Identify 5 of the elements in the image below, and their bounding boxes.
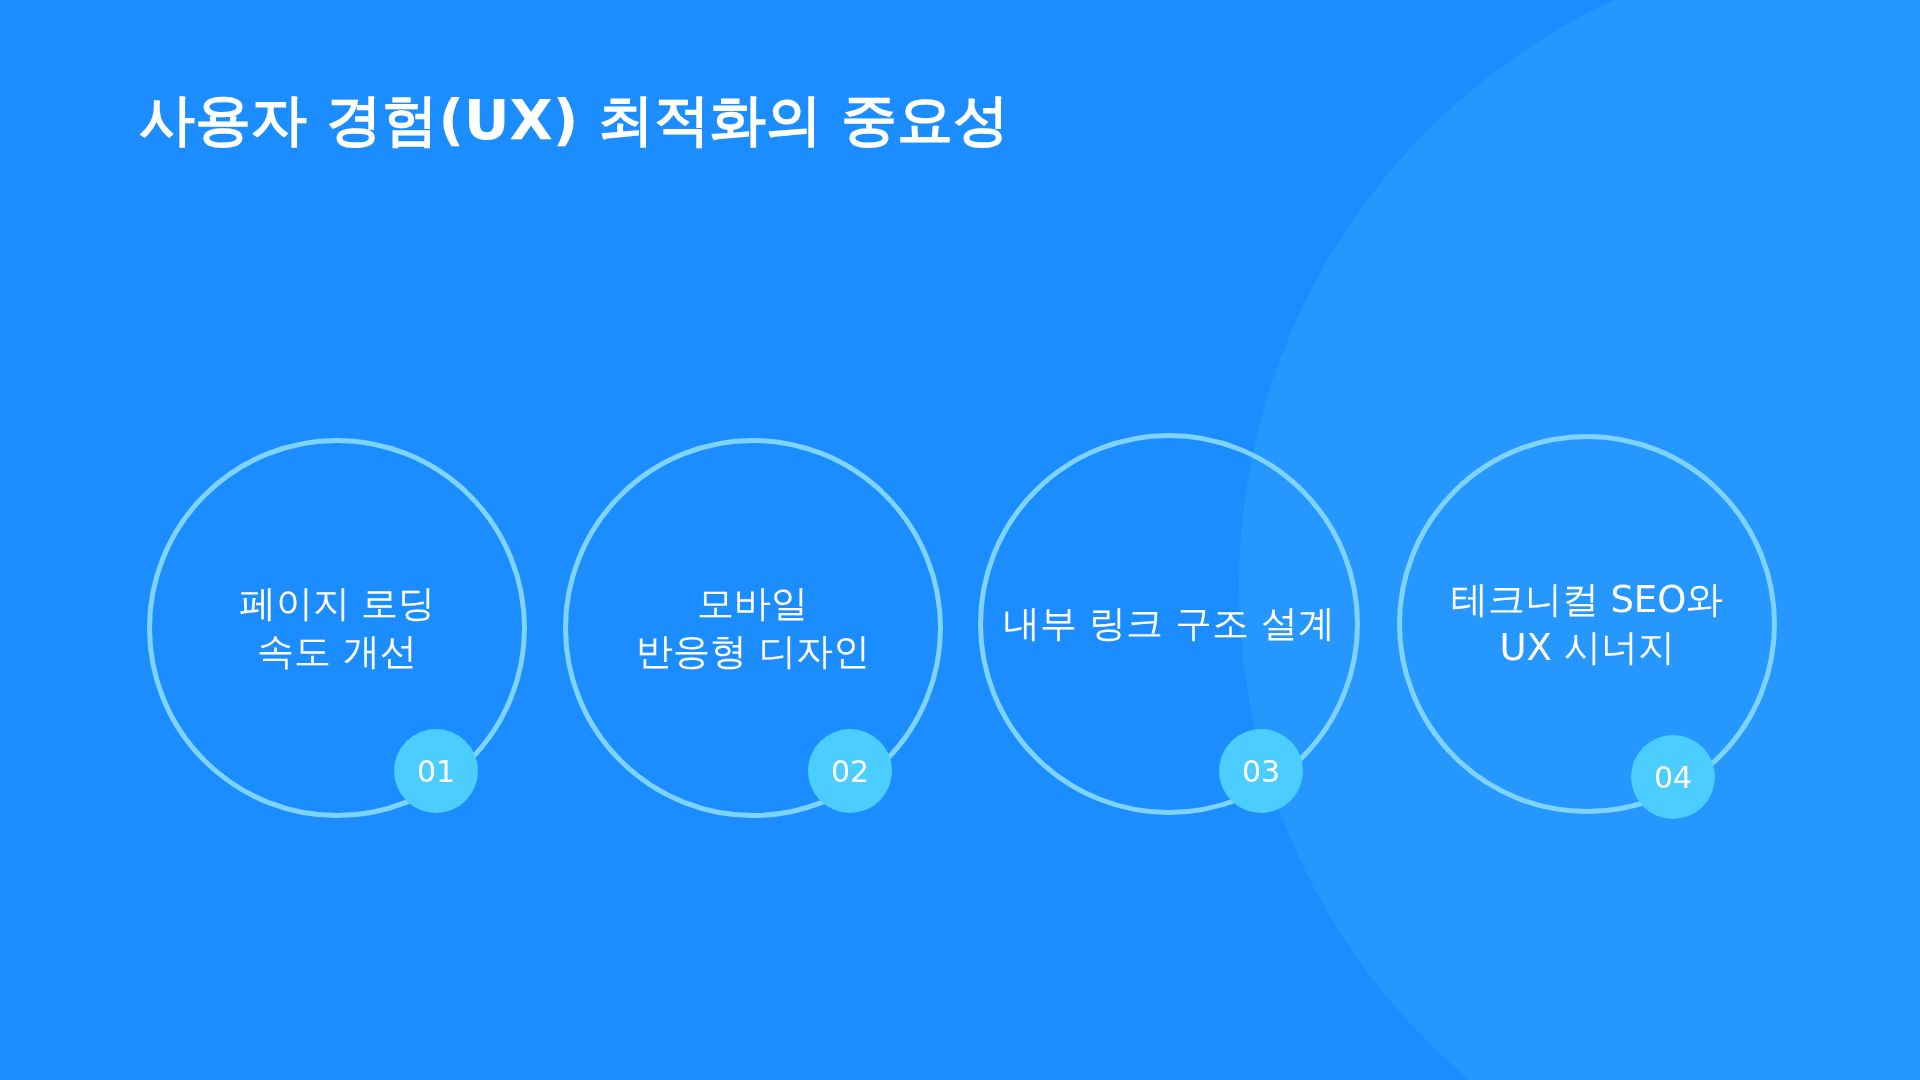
step-label: 내부 링크 구조 설계 <box>1003 601 1335 647</box>
step-label: 테크니컬 SEO와 UX 시너지 <box>1450 577 1724 671</box>
step-label: 페이지 로딩 속도 개선 <box>238 581 436 675</box>
slide-title: 사용자 경험(UX) 최적화의 중요성 <box>139 86 1010 154</box>
step-label: 모바일 반응형 디자인 <box>636 581 870 675</box>
